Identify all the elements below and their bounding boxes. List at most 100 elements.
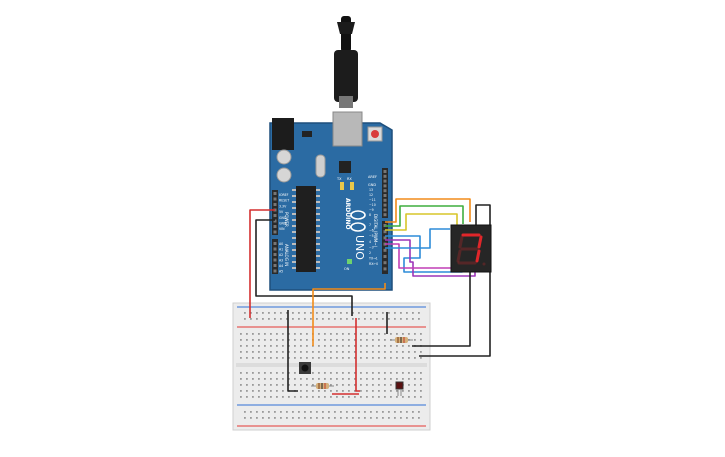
breadboard-hole[interactable] [282, 333, 284, 335]
breadboard-hole[interactable] [264, 396, 266, 398]
breadboard[interactable] [232, 302, 431, 431]
breadboard-hole[interactable] [330, 345, 332, 347]
breadboard-hole[interactable] [408, 384, 410, 386]
breadboard-hole[interactable] [282, 396, 284, 398]
header-hole[interactable] [383, 189, 387, 193]
breadboard-hole[interactable] [264, 357, 266, 359]
header-hole[interactable] [383, 248, 387, 252]
wire-green-segment[interactable] [385, 205, 464, 227]
breadboard-hole[interactable] [390, 378, 392, 380]
breadboard-hole[interactable] [282, 390, 284, 392]
breadboard-hole[interactable] [414, 357, 416, 359]
breadboard-hole[interactable] [348, 384, 350, 386]
breadboard-hole[interactable] [300, 339, 302, 341]
breadboard-hole[interactable] [366, 372, 368, 374]
breadboard-hole[interactable] [360, 357, 362, 359]
breadboard-hole[interactable] [354, 333, 356, 335]
breadboard-hole[interactable] [300, 378, 302, 380]
breadboard-hole[interactable] [360, 390, 362, 392]
breadboard-hole[interactable] [340, 417, 342, 419]
breadboard-hole[interactable] [372, 345, 374, 347]
breadboard-hole[interactable] [298, 411, 300, 413]
header-hole[interactable] [383, 208, 387, 212]
breadboard-hole[interactable] [244, 411, 246, 413]
breadboard-hole[interactable] [288, 384, 290, 386]
breadboard-hole[interactable] [420, 396, 422, 398]
wire-display-common-2[interactable] [412, 250, 471, 347]
breadboard-hole[interactable] [370, 318, 372, 320]
breadboard-hole[interactable] [378, 384, 380, 386]
breadboard-hole[interactable] [312, 372, 314, 374]
breadboard-hole[interactable] [402, 378, 404, 380]
header-hole[interactable] [383, 203, 387, 207]
breadboard-hole[interactable] [276, 384, 278, 386]
breadboard-hole[interactable] [280, 417, 282, 419]
breadboard-hole[interactable] [288, 378, 290, 380]
breadboard-hole[interactable] [240, 339, 242, 341]
breadboard-hole[interactable] [354, 396, 356, 398]
breadboard-hole[interactable] [402, 333, 404, 335]
wire-black-button[interactable] [287, 310, 298, 392]
breadboard-hole[interactable] [414, 390, 416, 392]
header-hole[interactable] [273, 269, 277, 273]
breadboard-hole[interactable] [240, 384, 242, 386]
breadboard-hole[interactable] [394, 312, 396, 314]
breadboard-hole[interactable] [316, 318, 318, 320]
breadboard-hole[interactable] [348, 378, 350, 380]
breadboard-hole[interactable] [246, 339, 248, 341]
breadboard-hole[interactable] [274, 312, 276, 314]
wire-blue-lower[interactable] [385, 235, 463, 273]
breadboard-hole[interactable] [342, 390, 344, 392]
breadboard-hole[interactable] [328, 411, 330, 413]
breadboard-hole[interactable] [342, 396, 344, 398]
breadboard-hole[interactable] [288, 396, 290, 398]
breadboard-hole[interactable] [378, 351, 380, 353]
breadboard-hole[interactable] [246, 390, 248, 392]
breadboard-hole[interactable] [396, 333, 398, 335]
breadboard-hole[interactable] [348, 345, 350, 347]
breadboard-hole[interactable] [276, 372, 278, 374]
breadboard-hole[interactable] [304, 318, 306, 320]
breadboard-hole[interactable] [306, 390, 308, 392]
breadboard-hole[interactable] [408, 372, 410, 374]
breadboard-hole[interactable] [300, 351, 302, 353]
breadboard-hole[interactable] [324, 372, 326, 374]
breadboard-hole[interactable] [318, 351, 320, 353]
breadboard-hole[interactable] [264, 384, 266, 386]
breadboard-hole[interactable] [250, 417, 252, 419]
breadboard-hole[interactable] [366, 378, 368, 380]
breadboard-hole[interactable] [334, 411, 336, 413]
breadboard-hole[interactable] [330, 339, 332, 341]
breadboard-hole[interactable] [348, 339, 350, 341]
breadboard-hole[interactable] [360, 345, 362, 347]
breadboard-hole[interactable] [372, 378, 374, 380]
breadboard-hole[interactable] [366, 333, 368, 335]
breadboard-hole[interactable] [312, 396, 314, 398]
breadboard-hole[interactable] [418, 411, 420, 413]
breadboard-hole[interactable] [390, 390, 392, 392]
breadboard-hole[interactable] [270, 384, 272, 386]
breadboard-hole[interactable] [390, 345, 392, 347]
breadboard-hole[interactable] [402, 396, 404, 398]
breadboard-hole[interactable] [306, 378, 308, 380]
breadboard-hole[interactable] [294, 333, 296, 335]
breadboard-hole[interactable] [348, 357, 350, 359]
breadboard-hole[interactable] [282, 384, 284, 386]
breadboard-hole[interactable] [388, 417, 390, 419]
breadboard-hole[interactable] [282, 372, 284, 374]
breadboard-hole[interactable] [358, 318, 360, 320]
breadboard-hole[interactable] [358, 411, 360, 413]
breadboard-hole[interactable] [322, 318, 324, 320]
breadboard-hole[interactable] [340, 318, 342, 320]
breadboard-hole[interactable] [414, 339, 416, 341]
breadboard-hole[interactable] [364, 411, 366, 413]
breadboard-hole[interactable] [372, 372, 374, 374]
header-hole[interactable] [273, 264, 277, 267]
breadboard-hole[interactable] [406, 318, 408, 320]
header-hole[interactable] [383, 261, 387, 265]
breadboard-hole[interactable] [262, 411, 264, 413]
breadboard-hole[interactable] [324, 345, 326, 347]
breadboard-hole[interactable] [354, 357, 356, 359]
breadboard-hole[interactable] [408, 333, 410, 335]
breadboard-hole[interactable] [246, 396, 248, 398]
